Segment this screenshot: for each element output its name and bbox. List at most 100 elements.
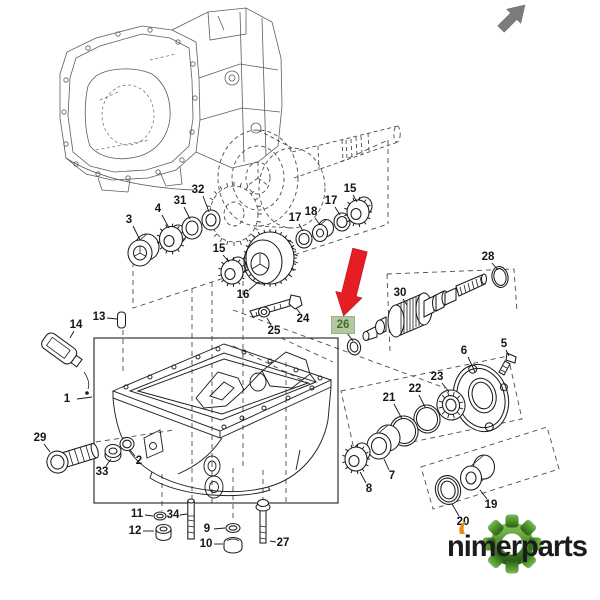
leader-line [314,217,321,226]
leader-line [132,225,141,241]
part-20-seal-ring [434,475,462,505]
part-label-15: 15 [344,183,357,195]
leader-line [479,489,488,500]
part-19-bushing [459,454,496,491]
part-18-bushing [311,218,335,243]
leader-line [76,396,93,400]
part-24-bolt [249,294,303,318]
leader-line [179,513,188,516]
leader-line [418,394,426,408]
part-label-17: 17 [289,212,302,224]
part-label-20: 20 [457,516,470,528]
part-28-o-ring [491,266,509,288]
part-15-bearing-cone-left [218,256,247,287]
part-label-6: 6 [461,345,467,357]
part-10-drain-plug [223,536,243,554]
part-label-9: 9 [204,523,210,535]
part-12-drain-plug [155,523,172,541]
part-label-28: 28 [482,251,495,263]
group-outline-bearing-set [340,355,523,455]
part-label-31: 31 [174,195,187,207]
leader-line [69,330,75,339]
leader-line [505,349,510,357]
external-link-arrow-icon[interactable] [494,0,532,36]
part-label-34: 34 [167,509,180,521]
leader-line [129,449,136,457]
leader-line [393,403,403,420]
logo-gear-icon [482,514,542,574]
leader-line [106,317,118,320]
leader-line [491,262,499,271]
part-7-bearing-cup [366,424,401,460]
part-label-3: 3 [126,214,132,226]
part-label-1: 1 [64,393,71,405]
leader-line [383,458,390,471]
leader-line [43,443,51,453]
part-label-13: 13 [93,311,106,323]
part-label-32: 32 [192,184,205,196]
highlight-arrow-icon [335,247,368,317]
group-connector-lines [232,309,446,389]
leader-line [269,540,277,543]
group-outline-output-shaft [386,268,518,352]
part-6-bearing-flange [452,363,510,433]
part-label-2: 2 [136,455,142,467]
part-13-dowel-pin [116,311,127,329]
part-17-ring-left [295,229,313,249]
leader-line [161,214,170,229]
part-label-30: 30 [394,287,407,299]
part-8-bearing-cone [342,442,371,474]
part-label-26[interactable]: 26 [337,319,350,331]
part-label-10: 10 [200,538,213,550]
part-label-19: 19 [485,499,498,511]
leader-line [222,254,230,263]
logo-accent-tittle [459,521,466,534]
part-11-washer [153,511,167,521]
part-33-plug [104,443,122,463]
part-9-washer [225,522,241,534]
logo-text: nimerparts [447,530,587,563]
oil-pan [111,343,333,499]
part-27-bolt [255,498,271,544]
part-34-stud [187,498,195,540]
leader-line [144,514,154,517]
countershaft-assembly [206,125,401,246]
part-15-bearing-cone-right [344,196,373,227]
part-label-12: 12 [129,525,142,537]
part-25-washer [257,306,271,318]
part-17-ring-right [333,212,351,232]
part-5-bolt [498,352,517,376]
assembly-leader-lines [95,272,287,522]
part-label-16: 16 [237,289,250,301]
part-label-15: 15 [213,243,226,255]
leader-line [202,195,210,213]
part-label-8: 8 [366,483,373,495]
leader-line [295,307,301,314]
part-26-seal-ring [346,338,362,356]
part-31-ring [181,216,203,240]
pan-group-frame [93,337,339,504]
part-label-33: 33 [96,466,109,478]
part-29-plug-screw [46,442,99,474]
part-label-7: 7 [389,470,395,482]
part-label-22: 22 [409,383,422,395]
part-label-24: 24 [297,313,310,325]
part-32-ring [201,209,221,231]
part-label-29: 29 [34,432,47,444]
leader-line [266,317,272,326]
highlighted-part-chip[interactable] [331,316,355,334]
leader-line [359,471,367,484]
part-label-4: 4 [155,203,162,215]
part-label-18: 18 [305,206,318,218]
group-outline-gear-train [132,139,389,309]
part-label-11: 11 [131,508,144,520]
leader-line [467,356,476,373]
leader-line [346,332,354,342]
leader-line [451,503,460,517]
part-30-output-shaft [362,273,488,342]
leader-line [441,382,450,393]
part-label-27: 27 [277,537,290,549]
part-2-o-ring [119,436,135,452]
